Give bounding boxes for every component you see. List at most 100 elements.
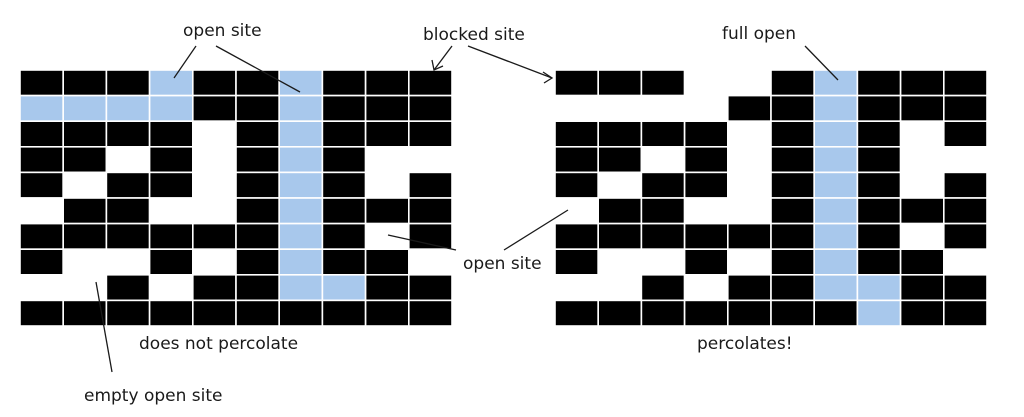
blocked-site [899,299,945,327]
blocked-site [148,120,194,148]
open-site [683,197,729,225]
full-open-site [278,69,324,97]
arrow-open-site-middle-right [503,209,569,251]
blocked-site [683,120,729,148]
open-site [105,146,151,174]
blocked-site [813,299,859,327]
blocked-site [856,171,902,199]
blocked-site [856,69,902,97]
blocked-site [770,273,816,302]
blocked-site [554,299,600,327]
blocked-site [105,69,151,97]
blocked-site [148,222,194,251]
blocked-site [597,69,643,97]
blocked-site [683,222,729,251]
open-site [726,69,772,97]
blocked-site [192,94,237,122]
blocked-site [19,171,65,199]
open-site [942,146,988,174]
blocked-site [364,197,410,225]
blocked-site [770,146,816,174]
blocked-site [407,273,453,302]
full-open-site [813,273,859,302]
blocked-site [856,197,902,225]
open-site [148,273,194,302]
blocked-site [148,248,194,276]
full-open-site [813,146,859,174]
blocked-site [770,197,816,225]
arrow-open-site-middle-left [387,234,457,251]
open-site [62,248,108,276]
open-site [597,248,643,276]
full-open-site [856,273,902,302]
blocked-site [726,299,772,327]
blocked-site [148,146,194,174]
arrow-empty-open-site [95,281,113,373]
open-site [726,120,772,148]
full-open-site [278,94,324,122]
full-open-site [321,273,367,302]
blocked-site [105,120,151,148]
open-site [726,248,772,276]
open-site [19,197,65,225]
open-site [683,94,729,122]
blocked-site [321,94,367,122]
blocked-site [105,299,151,327]
full-open-site [813,197,859,225]
full-open-site [278,222,324,251]
blocked-site [640,171,686,199]
full-open-site [148,94,194,122]
label-full-open: full open [722,24,797,44]
blocked-site [554,222,600,251]
full-open-site [813,222,859,251]
blocked-site [899,69,945,97]
blocked-site [235,146,281,174]
open-site [192,146,237,174]
blocked-site [321,146,367,174]
blocked-site [770,248,816,276]
blocked-site [192,69,237,97]
blocked-site [364,94,410,122]
blocked-site [235,299,281,327]
blocked-site [856,94,902,122]
blocked-site [19,299,65,327]
open-site [554,273,600,302]
blocked-site [192,299,237,327]
blocked-site [105,273,151,302]
open-site [597,171,643,199]
open-site [726,197,772,225]
full-open-site [813,248,859,276]
blocked-site [235,273,281,302]
blocked-site [62,146,108,174]
open-site [554,197,600,225]
blocked-site [683,146,729,174]
blocked-site [942,69,988,97]
blocked-site [364,273,410,302]
blocked-site [407,222,453,251]
left-grid [19,69,453,327]
full-open-site [278,120,324,148]
open-site [597,94,643,122]
open-site [148,197,194,225]
blocked-site [640,299,686,327]
full-open-site [813,94,859,122]
blocked-site [942,171,988,199]
blocked-site [640,120,686,148]
open-site [899,171,945,199]
full-open-site [813,69,859,97]
blocked-site [364,299,410,327]
blocked-site [235,171,281,199]
blocked-site [235,94,281,122]
open-site [19,273,65,302]
open-site [364,146,410,174]
open-site [62,171,108,199]
arrow-full-open [804,45,839,81]
arrow-open-site-top-left [173,45,197,79]
blocked-site [105,171,151,199]
blocked-site [321,222,367,251]
open-site [364,222,410,251]
blocked-site [856,222,902,251]
arrow-blocked-site-right [467,45,553,79]
blocked-site [148,299,194,327]
